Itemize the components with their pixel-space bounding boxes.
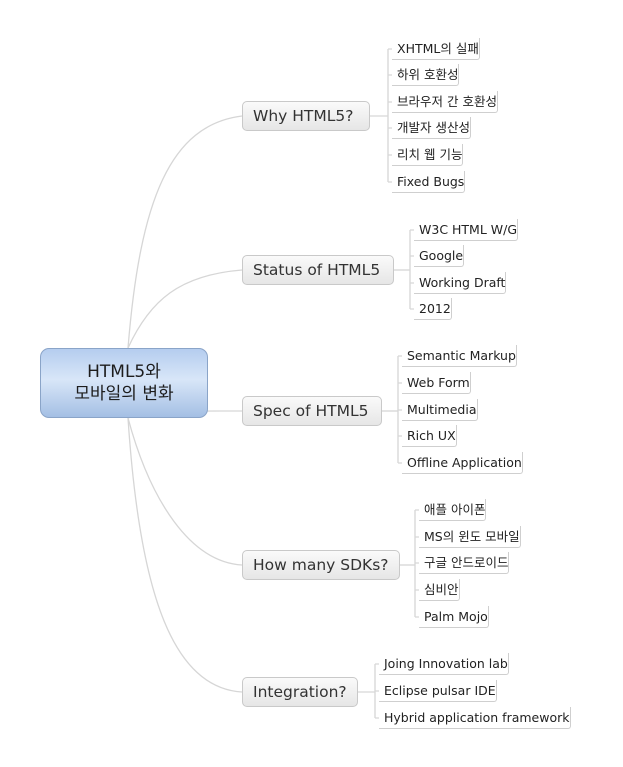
leaf-web-form[interactable]: Web Form [402,372,471,394]
leaf-hybrid-app-framework[interactable]: Hybrid application framework [379,707,571,729]
branch-why-html5[interactable]: Why HTML5? [242,101,370,131]
leaf-eclipse-pulsar-ide[interactable]: Eclipse pulsar IDE [379,680,497,702]
connector-root-integration [127,417,243,693]
branch-spec-html5[interactable]: Spec of HTML5 [242,396,382,426]
leaf-xhtml-failure[interactable]: XHTML의 실패 [392,38,480,60]
leaf-working-draft[interactable]: Working Draft [414,272,507,294]
central-topic[interactable]: HTML5와 모바일의 변화 [40,348,208,418]
connector-root-status [127,269,243,349]
leaf-semantic-markup[interactable]: Semantic Markup [402,345,517,367]
central-topic-line1: HTML5와 [87,362,161,382]
leaf-apple-iphone[interactable]: 애플 아이폰 [419,499,487,521]
leaf-offline-application[interactable]: Offline Application [402,452,523,474]
leaf-fixed-bugs[interactable]: Fixed Bugs [392,171,466,193]
central-topic-line2: 모바일의 변화 [74,384,174,404]
leaf-backward-compat[interactable]: 하위 호환성 [392,64,460,86]
connector-root-why [127,115,243,349]
leaf-joing-innovation-lab[interactable]: Joing Innovation lab [379,653,509,675]
branch-integration[interactable]: Integration? [242,677,358,707]
leaf-symbian[interactable]: 심비안 [419,579,460,601]
leaf-rich-web[interactable]: 리치 웹 기능 [392,144,464,166]
leaf-google[interactable]: Google [414,245,465,267]
leaf-rich-ux[interactable]: Rich UX [402,425,457,447]
leaf-cross-browser[interactable]: 브라우저 간 호환성 [392,91,498,113]
leaf-developer-productivity[interactable]: 개발자 생산성 [392,117,471,139]
leaf-ms-windows-mobile[interactable]: MS의 윈도 모바일 [419,526,521,548]
connector-root-sdks [127,417,243,566]
leaf-2012[interactable]: 2012 [414,298,452,320]
branch-how-many-sdks[interactable]: How many SDKs? [242,550,400,580]
leaf-w3c-html-wg[interactable]: W3C HTML W/G [414,219,519,241]
branch-status-html5[interactable]: Status of HTML5 [242,255,394,285]
leaf-multimedia[interactable]: Multimedia [402,399,478,421]
leaf-palm-mojo[interactable]: Palm Mojo [419,606,489,628]
leaf-google-android[interactable]: 구글 안드로이드 [419,552,510,574]
